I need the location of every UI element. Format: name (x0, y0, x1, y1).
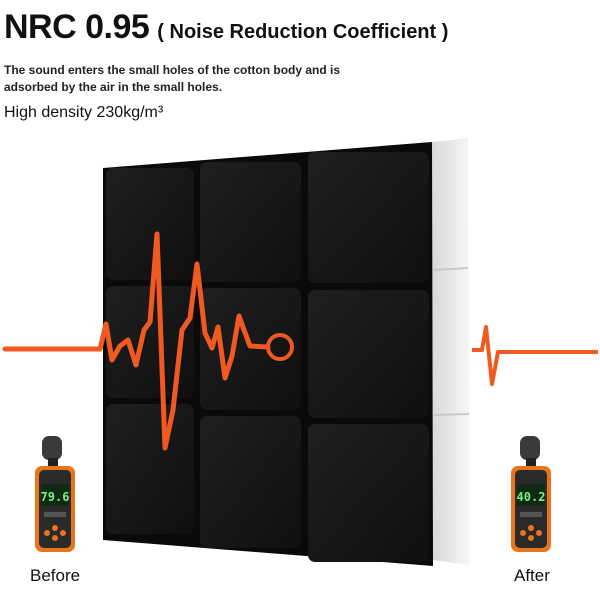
tile (200, 288, 301, 410)
title-nrc: NRC 0.95 (4, 8, 150, 46)
sound-wave-out (472, 325, 598, 386)
tile (200, 416, 301, 548)
tile (200, 162, 301, 282)
sound-meter-before: 79.6 (35, 436, 75, 552)
tile (106, 168, 194, 280)
after-label: After (514, 566, 550, 585)
density-text: High density 230kg/m³ (4, 104, 164, 121)
title-subtitle: ( Noise Reduction Coefficient ) (157, 21, 449, 43)
tile (308, 290, 429, 418)
wave-end-circle (266, 333, 294, 361)
page-title: NRC 0.95 ( Noise Reduction Coefficient ) (4, 8, 448, 47)
sound-meter-after: 40.2 (511, 436, 551, 552)
tile (106, 286, 194, 398)
meter-reading-after: 40.2 (517, 490, 546, 504)
sound-wave-in (2, 231, 294, 451)
tile (106, 404, 194, 534)
tile (308, 152, 429, 283)
white-panel (432, 138, 470, 565)
tile (308, 424, 429, 562)
panel-tiles (106, 152, 429, 562)
description-text: The sound enters the small holes of the … (4, 63, 341, 94)
before-label: Before (30, 566, 81, 585)
meter-reading-before: 79.6 (41, 490, 70, 504)
